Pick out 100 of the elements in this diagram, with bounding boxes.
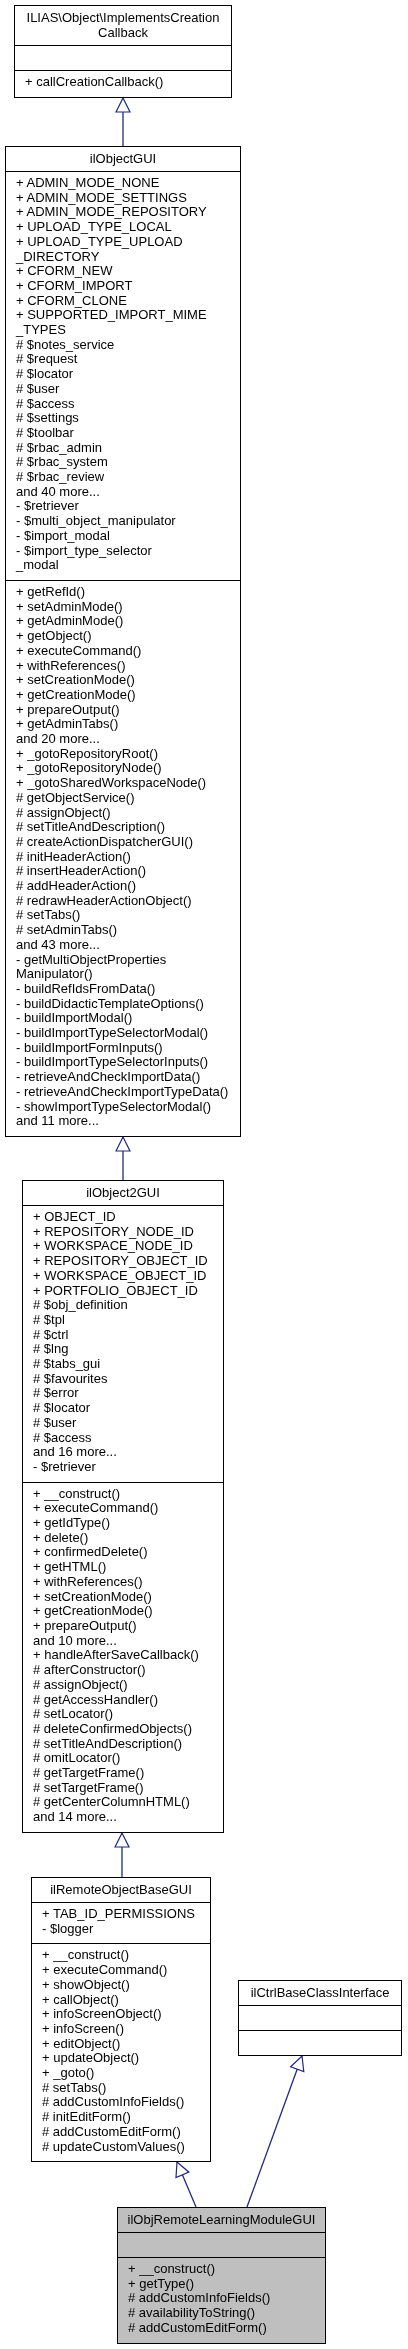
method-text: # addHeaderAction() bbox=[16, 879, 136, 894]
attribute-text: + CFORM_IMPORT bbox=[16, 278, 133, 294]
attribute-text: # $rbac_system bbox=[16, 455, 108, 471]
method-text: + prepareOutput() bbox=[33, 1619, 137, 1634]
class-name: ilObject2GUI bbox=[86, 1185, 160, 1200]
class-box bbox=[238, 1980, 402, 2056]
inheritance-arrow bbox=[114, 1832, 130, 1878]
method-text: # setTargetFrame() bbox=[33, 1780, 144, 1796]
attribute-text: + CFORM_CLONE bbox=[16, 293, 127, 309]
attribute-text: + ADMIN_MODE_REPOSITORY bbox=[16, 205, 207, 221]
method-text: + handleAfterSaveCallback() bbox=[33, 1648, 199, 1664]
method-text: + withReferences() bbox=[16, 658, 126, 674]
method-text: # setAdminTabs() bbox=[16, 923, 118, 938]
attribute-text: # $access bbox=[33, 1430, 92, 1446]
method-text: # assignObject() bbox=[16, 805, 111, 821]
method-text: - buildImportTypeSelectorModal() bbox=[16, 1026, 209, 1041]
attribute-text: + CFORM_NEW bbox=[16, 264, 113, 279]
method-text: # deleteConfirmedObjects() bbox=[33, 1721, 192, 1737]
class-box bbox=[14, 5, 232, 98]
attribute-text: + TAB_ID_PERMISSIONS bbox=[42, 1907, 196, 1922]
class-box bbox=[117, 2207, 326, 2344]
attribute-text: # $rbac_admin bbox=[16, 440, 102, 456]
method-text: # availabilityToString() bbox=[128, 2306, 256, 2321]
method-text: # setTitleAndDescription() bbox=[16, 820, 166, 835]
attribute-text: # $obj_definition bbox=[33, 1298, 128, 1313]
method-text: # initHeaderAction() bbox=[16, 849, 131, 865]
method-text: + getAdminTabs() bbox=[16, 717, 119, 732]
method-text: + setCreationMode() bbox=[33, 1589, 152, 1605]
method-text: + delete() bbox=[33, 1530, 89, 1546]
method-text: + _goto() bbox=[42, 2066, 95, 2081]
method-text: + infoScreenObject() bbox=[42, 2007, 162, 2022]
attribute-text: # $lng bbox=[33, 1342, 69, 1358]
method-text: + withReferences() bbox=[33, 1574, 143, 1590]
attribute-text: # $locator bbox=[16, 367, 74, 382]
attribute-text: # $settings bbox=[16, 411, 79, 426]
attribute-text: and 40 more... bbox=[16, 484, 100, 500]
method-text: + getHTML() bbox=[33, 1560, 107, 1575]
method-text: # assignObject() bbox=[33, 1677, 128, 1693]
attribute-text: + WORKSPACE_NODE_ID bbox=[33, 1239, 193, 1255]
attribute-text: and 16 more... bbox=[33, 1445, 117, 1460]
method-text: # addCustomEditForm() bbox=[128, 2320, 267, 2336]
inheritance-arrow bbox=[175, 2161, 197, 2208]
attribute-text: + PORTFOLIO_OBJECT_ID bbox=[33, 1283, 198, 1299]
class-name: ilCtrlBaseClassInterface bbox=[250, 1985, 390, 2000]
attribute-text: - $multi_object_manipulator bbox=[16, 514, 176, 529]
method-text: # getAccessHandler() bbox=[33, 1692, 158, 1708]
attribute-text: # $tabs_gui bbox=[33, 1357, 101, 1372]
method-text: and 20 more... bbox=[16, 732, 100, 747]
method-text: - buildRefIdsFromData() bbox=[16, 981, 156, 997]
attribute-text: + SUPPORTED_IMPORT_MIME _TYPES bbox=[16, 308, 207, 338]
method-text: and 43 more... bbox=[16, 937, 100, 953]
method-text: and 10 more... bbox=[33, 1633, 117, 1649]
method-text: # createActionDispatcherGUI() bbox=[16, 834, 193, 850]
method-text: # setTitleAndDescription() bbox=[33, 1736, 183, 1752]
method-text: - showImportTypeSelectorModal() bbox=[16, 1099, 212, 1115]
attribute-text: + REPOSITORY_NODE_ID bbox=[33, 1224, 194, 1240]
method-text: + editObject() bbox=[42, 2036, 121, 2052]
method-text: # addCustomEditForm() bbox=[42, 2124, 181, 2140]
method-text: + callObject() bbox=[42, 1992, 119, 2008]
method-text: + executeCommand() bbox=[42, 1963, 168, 1978]
attribute-text: + WORKSPACE_OBJECT_ID bbox=[33, 1268, 207, 1284]
attribute-text: + ADMIN_MODE_NONE bbox=[16, 176, 160, 191]
attribute-text: + REPOSITORY_OBJECT_ID bbox=[33, 1254, 208, 1269]
method-text: # redrawHeaderActionObject() bbox=[16, 893, 192, 909]
method-text: + executeCommand() bbox=[33, 1501, 159, 1517]
method-text: + getCreationMode() bbox=[16, 687, 136, 703]
attribute-text: - $logger bbox=[42, 1921, 94, 1937]
method-text: # setTabs() bbox=[42, 2080, 107, 2096]
method-text: - buildImportTypeSelectorInputs() bbox=[16, 1055, 209, 1071]
attribute-text: # $error bbox=[33, 1386, 79, 1402]
method-text: - retrieveAndCheckImportTypeData() bbox=[16, 1084, 229, 1100]
attribute-text: + ADMIN_MODE_SETTINGS bbox=[16, 190, 187, 206]
attribute-text: # $access bbox=[16, 396, 75, 412]
method-text: + prepareOutput() bbox=[16, 702, 120, 718]
attribute-text: - $retriever bbox=[16, 499, 79, 515]
inheritance-arrow bbox=[246, 2055, 305, 2208]
class-box bbox=[5, 146, 241, 1137]
attribute-text: # $locator bbox=[33, 1401, 91, 1416]
method-text: + setAdminMode() bbox=[16, 599, 123, 615]
method-text: # addCustomInfoFields() bbox=[42, 2095, 185, 2111]
attribute-text: # $favourites bbox=[33, 1371, 108, 1387]
inheritance-arrow bbox=[115, 97, 131, 147]
attribute-text: # $notes_service bbox=[16, 337, 115, 353]
method-text: # setLocator() bbox=[33, 1707, 114, 1722]
method-text: # updateCustomValues() bbox=[42, 2139, 185, 2155]
attribute-text: # $ctrl bbox=[33, 1327, 69, 1343]
class-box bbox=[31, 1877, 211, 2163]
method-text: # addCustomInfoFields() bbox=[128, 2291, 271, 2307]
method-text: and 11 more... bbox=[16, 1114, 99, 1129]
method-text: # getTargetFrame() bbox=[33, 1766, 145, 1781]
attribute-text: # $rbac_review bbox=[16, 470, 105, 485]
method-text: + showObject() bbox=[42, 1977, 130, 1993]
method-text: + _gotoRepositoryNode() bbox=[16, 761, 162, 777]
attribute-text: # $toolbar bbox=[16, 425, 74, 441]
method-text: - getMultiObjectProperties Manipulator() bbox=[16, 952, 167, 982]
method-text: + __construct() bbox=[128, 2262, 216, 2277]
method-text: + updateObject() bbox=[42, 2051, 140, 2067]
class-name: ilRemoteObjectBaseGUI bbox=[50, 1882, 192, 1897]
method-text: + getCreationMode() bbox=[33, 1604, 153, 1619]
class-name: ilObjRemoteLearningModuleGUI bbox=[127, 2212, 316, 2227]
